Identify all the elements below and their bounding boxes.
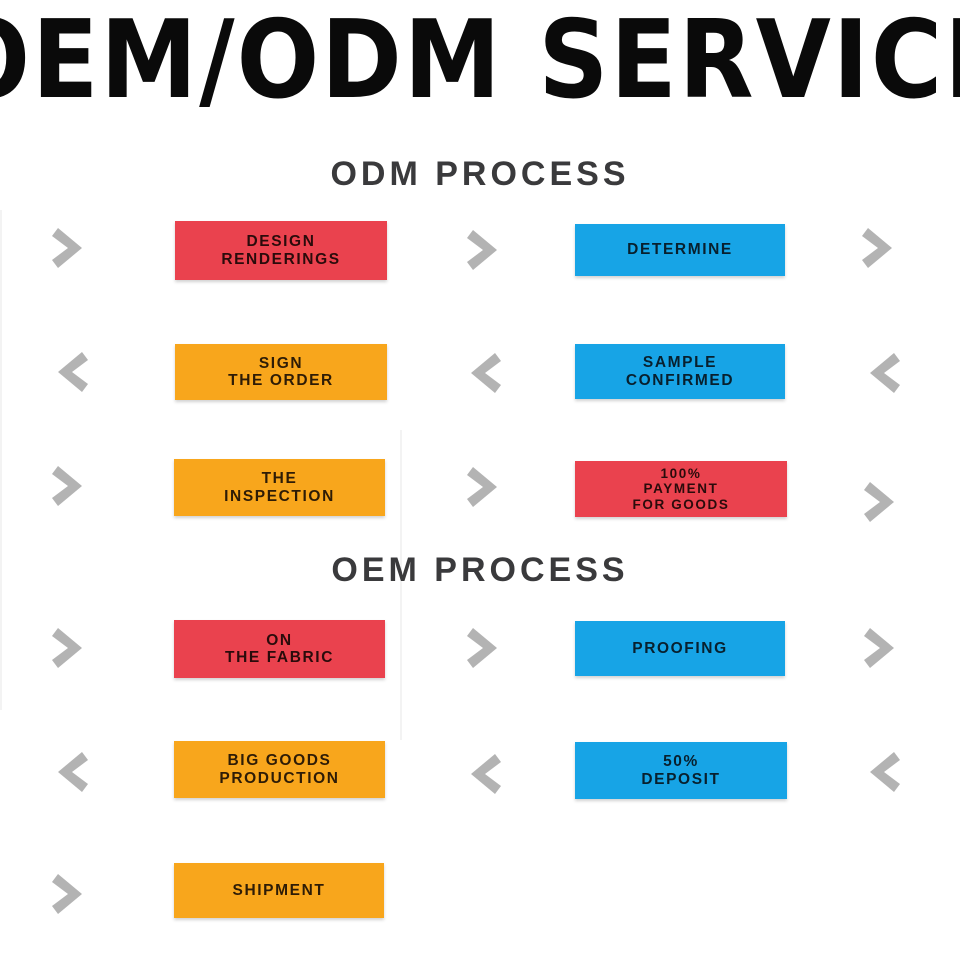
step-line: 50% (663, 753, 699, 771)
seam-artifact-mid (400, 430, 402, 740)
step-line: PAYMENT (643, 481, 719, 497)
chevron-right-icon (50, 462, 90, 510)
chevron-right-icon (50, 224, 90, 272)
step-line: SIGN (258, 354, 304, 372)
step-box-shipment[interactable]: SHIPMENT (174, 863, 384, 918)
step-box-sign-the-order[interactable]: SIGN THE ORDER (175, 344, 387, 400)
step-line: FOR GOODS (632, 496, 730, 512)
step-box-the-inspection[interactable]: THE INSPECTION (174, 459, 385, 516)
step-box-proofing[interactable]: PROOFING (575, 621, 785, 676)
step-line: THE (261, 470, 298, 488)
step-line: DETERMINE (627, 241, 733, 259)
chevron-right-icon (465, 226, 505, 274)
chevron-left-icon (50, 348, 90, 396)
step-line: PRODUCTION (219, 769, 340, 787)
chevron-left-icon (50, 748, 90, 796)
step-box-sample-confirmed[interactable]: SAMPLE CONFIRMED (575, 344, 785, 399)
chevron-right-icon (465, 624, 505, 672)
chevron-right-icon (50, 870, 90, 918)
step-line: ON (266, 631, 293, 649)
chevron-right-icon (860, 224, 900, 272)
step-line: THE ORDER (228, 372, 334, 389)
chevron-right-icon (862, 624, 902, 672)
step-line: 100% (660, 466, 702, 482)
section-heading-oem: OEM PROCESS (331, 551, 629, 589)
step-box-on-the-fabric[interactable]: ON THE FABRIC (174, 620, 385, 678)
banner: OEM/ODM SERVICE (0, 0, 960, 140)
step-box-50-deposit[interactable]: 50% DEPOSIT (575, 742, 787, 799)
step-line: DEPOSIT (641, 770, 721, 788)
step-line: CONFIRMED (625, 371, 735, 389)
step-line: THE FABRIC (225, 649, 334, 666)
step-box-design-renderings[interactable]: DESIGN RENDERINGS (175, 221, 387, 280)
step-line: RENDERINGS (221, 250, 341, 268)
chevron-right-icon (862, 478, 902, 526)
step-line: INSPECTION (224, 487, 335, 505)
step-box-big-goods-production[interactable]: BIG GOODS PRODUCTION (174, 741, 385, 798)
chevron-right-icon (465, 463, 505, 511)
chevron-left-icon (862, 748, 902, 796)
step-line: BIG GOODS (227, 752, 332, 770)
chevron-right-icon (50, 624, 90, 672)
section-heading-odm: ODM PROCESS (330, 155, 630, 193)
step-line: SHIPMENT (232, 881, 326, 899)
step-box-100-payment-for-goods[interactable]: 100% PAYMENT FOR GOODS (575, 461, 787, 517)
step-line: SAMPLE (642, 354, 718, 372)
seam-artifact-left (0, 210, 2, 710)
chevron-left-icon (463, 349, 503, 397)
chevron-left-icon (862, 349, 902, 397)
page-title: OEM/ODM SERVICE (0, 0, 960, 123)
step-line: DESIGN (246, 233, 316, 251)
step-line: PROOFING (632, 639, 728, 657)
step-box-determine[interactable]: DETERMINE (575, 224, 785, 276)
chevron-left-icon (463, 750, 503, 798)
